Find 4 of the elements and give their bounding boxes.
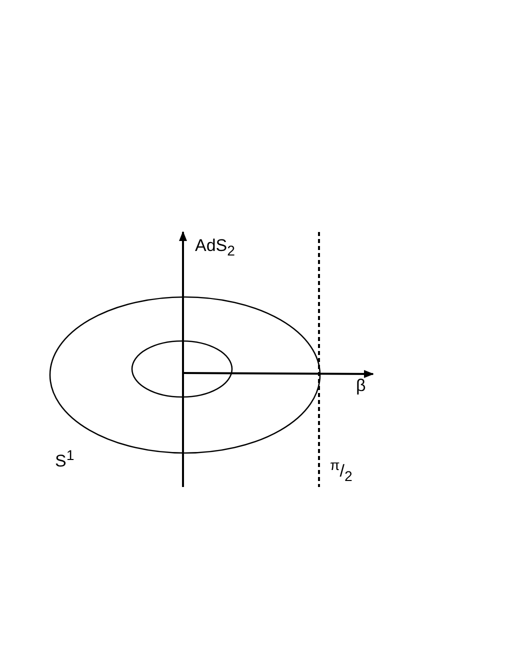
value-label: $^{π}$/$_{2}$ <box>330 458 352 486</box>
axis-label: β <box>356 376 366 396</box>
axis-label: AdS$_{2}$ <box>195 236 236 260</box>
curve-label: S$^{1}$ <box>55 448 74 472</box>
